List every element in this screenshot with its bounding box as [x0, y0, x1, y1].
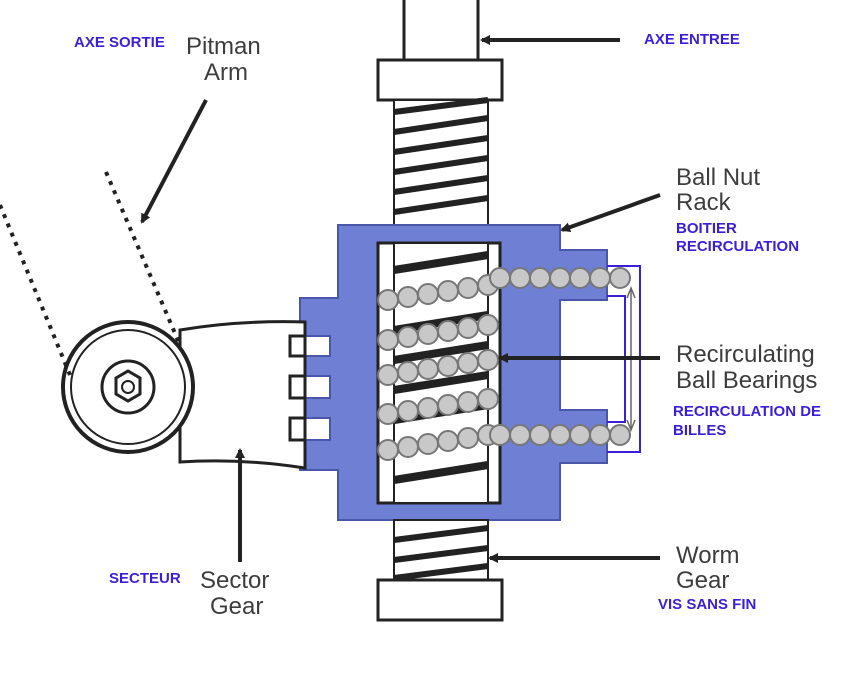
ball-bearing — [377, 364, 399, 386]
ball-bearing — [457, 317, 479, 339]
ball-bearing — [397, 436, 419, 458]
ball-bearing — [397, 361, 419, 383]
ball-bearing — [569, 424, 591, 446]
ball-nut-rack-arrow — [560, 193, 661, 233]
ball-bearing — [589, 424, 611, 446]
worm-screw-lower — [376, 519, 504, 622]
ball-bearing — [377, 329, 399, 351]
ball-bearing — [509, 267, 531, 289]
ball-bearing — [457, 352, 479, 374]
pointer-arrows — [140, 35, 661, 563]
ball-bearing — [509, 424, 531, 446]
ball-bearings-in-nut — [377, 274, 499, 461]
ball-bearing — [569, 267, 591, 289]
ball-bearing — [489, 267, 511, 289]
label-pitman-arm: Pitman Arm — [186, 33, 267, 86]
ball-bearing — [609, 424, 631, 446]
worm-screw-upper — [393, 97, 489, 226]
ball-bearing — [589, 267, 611, 289]
input-shaft — [376, 0, 504, 102]
ball-bearing — [437, 394, 459, 416]
ball-bearing — [417, 283, 439, 305]
ball-bearing — [477, 349, 499, 371]
ball-bearing — [457, 277, 479, 299]
label-vis-sans-fin: VIS SANS FIN — [658, 596, 756, 613]
ball-bearing — [377, 289, 399, 311]
ball-bearing — [457, 427, 479, 449]
ball-bearing — [549, 267, 571, 289]
ball-bearing — [417, 323, 439, 345]
ball-bearing — [417, 358, 439, 380]
ball-bearing — [437, 320, 459, 342]
ball-bearing — [477, 314, 499, 336]
label-secteur: SECTEUR — [109, 570, 181, 587]
pitman-arm-motion-lines — [0, 171, 182, 376]
ball-bearing — [377, 439, 399, 461]
pitman-arm-arrow — [140, 99, 208, 224]
label-ball-nut-rack: Ball Nut Rack — [676, 164, 767, 216]
label-axe-sortie: AXE SORTIE — [74, 34, 165, 51]
ball-bearing — [397, 326, 419, 348]
label-axe-entree: AXE ENTREE — [644, 31, 740, 48]
sector-gear — [61, 320, 307, 470]
ball-bearing — [377, 403, 399, 425]
label-recirculation-de-billes: RECIRCULATION DE BILLES — [673, 403, 825, 439]
ball-bearing — [457, 391, 479, 413]
label-worm-gear: Worm Gear — [676, 542, 746, 594]
ball-bearing — [489, 424, 511, 446]
ball-bearing — [529, 424, 551, 446]
ball-bearing — [609, 267, 631, 289]
ball-return-tubes — [489, 267, 631, 446]
label-recirculating-ball-bearings: Recirculating Ball Bearings — [676, 341, 821, 394]
ball-bearing — [417, 397, 439, 419]
ball-bearing — [397, 286, 419, 308]
ball-bearing — [437, 280, 459, 302]
label-boitier-recirculation: BOITIER RECIRCULATION — [676, 220, 799, 255]
ball-bearing — [437, 430, 459, 452]
ball-bearing — [477, 388, 499, 410]
ball-bearing — [549, 424, 571, 446]
ball-bearing — [397, 400, 419, 422]
ball-bearing — [437, 355, 459, 377]
ball-bearing — [417, 433, 439, 455]
ball-bearing — [529, 267, 551, 289]
label-sector-gear: Sector Gear — [200, 567, 276, 620]
